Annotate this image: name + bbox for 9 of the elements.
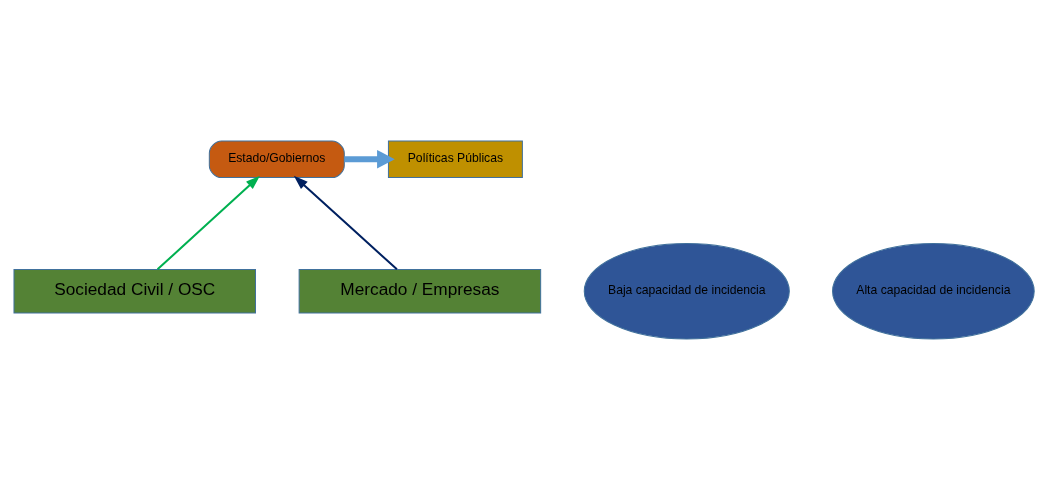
node-ellipse: Baja capacidad de incidencia <box>583 242 790 339</box>
node-box: Políticas Públicas <box>387 140 523 178</box>
node-ellipse: Alta capacidad de incidencia <box>832 242 1035 339</box>
arrow <box>156 175 260 270</box>
node-box: Estado/Gobiernos <box>208 140 345 178</box>
node-box: Mercado / Empresas <box>298 268 542 314</box>
node-box: Sociedad Civil / OSC <box>13 268 256 314</box>
arrow <box>344 149 395 169</box>
arrow <box>293 175 398 270</box>
